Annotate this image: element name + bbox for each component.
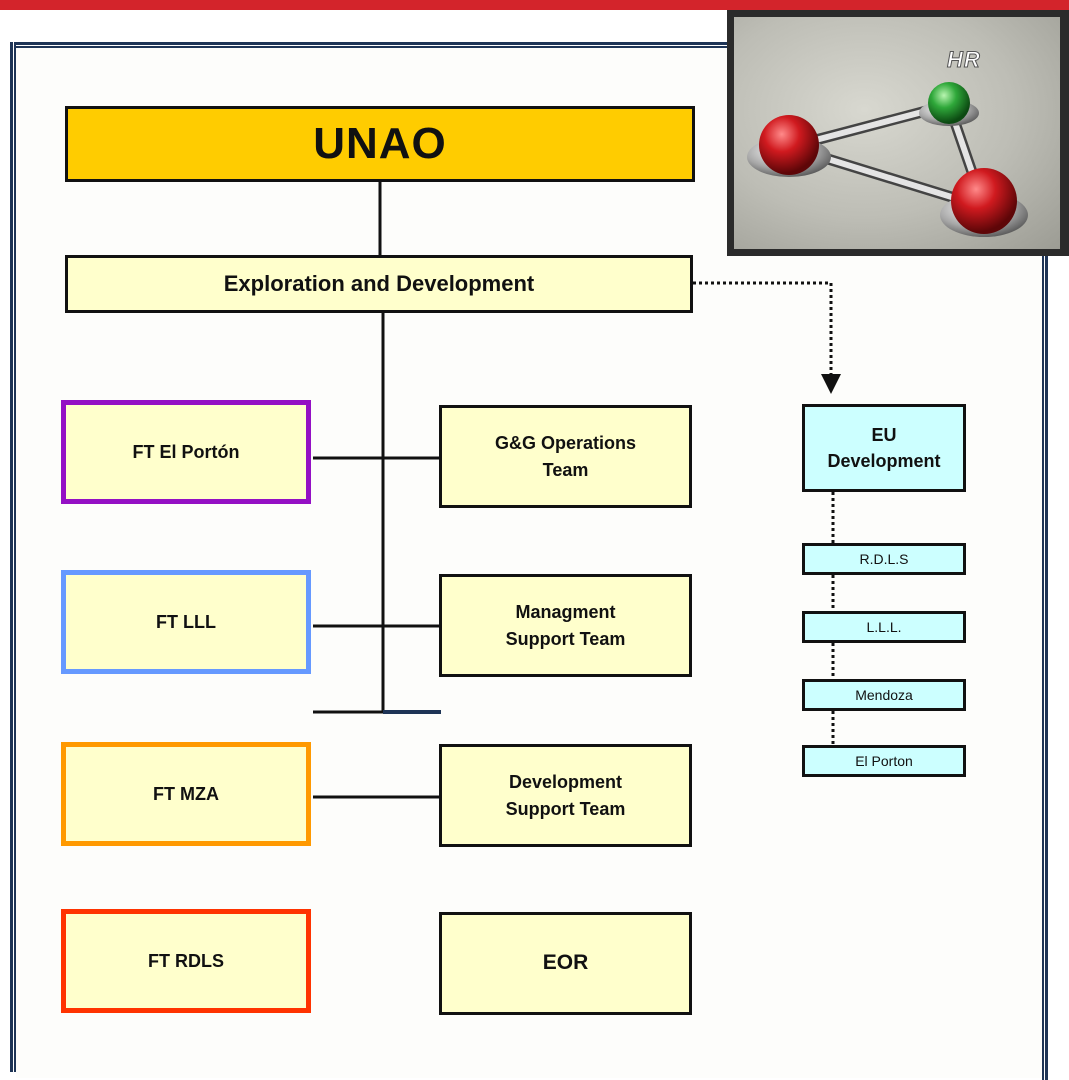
- red-sphere-left: [759, 115, 819, 175]
- eu-development-box: EU Development: [802, 404, 966, 492]
- dotted-link-to-eu: [693, 281, 833, 374]
- top-accent-bar: [0, 0, 1069, 10]
- arrowhead-icon: [821, 374, 841, 394]
- eu-child-rdls-box: R.D.L.S: [802, 543, 966, 575]
- managment-support-team-box: Managment Support Team: [439, 574, 692, 677]
- eu-child-el-porton-box: El Porton: [802, 745, 966, 777]
- eu-child-mendoza-box: Mendoza: [802, 679, 966, 711]
- frame-top-border: [10, 42, 745, 48]
- ft-mza-box: FT MZA: [61, 742, 311, 846]
- ft-lll-box: FT LLL: [61, 570, 311, 674]
- development-support-team-box: Development Support Team: [439, 744, 692, 847]
- frame-left-border: [10, 42, 16, 1072]
- exploration-development-box: Exploration and Development: [65, 255, 693, 313]
- ft-el-porton-box: FT El Portón: [61, 400, 311, 504]
- eu-child-lll-box: L.L.L.: [802, 611, 966, 643]
- hr-label: HR: [947, 47, 981, 73]
- red-sphere-right: [951, 168, 1017, 234]
- hr-triangle-spheres-illustration: [747, 82, 1028, 237]
- ft-rdls-box: FT RDLS: [61, 909, 311, 1013]
- eor-box: EOR: [439, 912, 692, 1015]
- green-sphere: [928, 82, 970, 124]
- hr-photo-image: HR: [734, 17, 1060, 249]
- hr-photo: HR: [727, 10, 1069, 256]
- gg-operations-team-box: G&G Operations Team: [439, 405, 692, 508]
- frame-right-border: [1042, 250, 1048, 1080]
- unao-box: UNAO: [65, 106, 695, 182]
